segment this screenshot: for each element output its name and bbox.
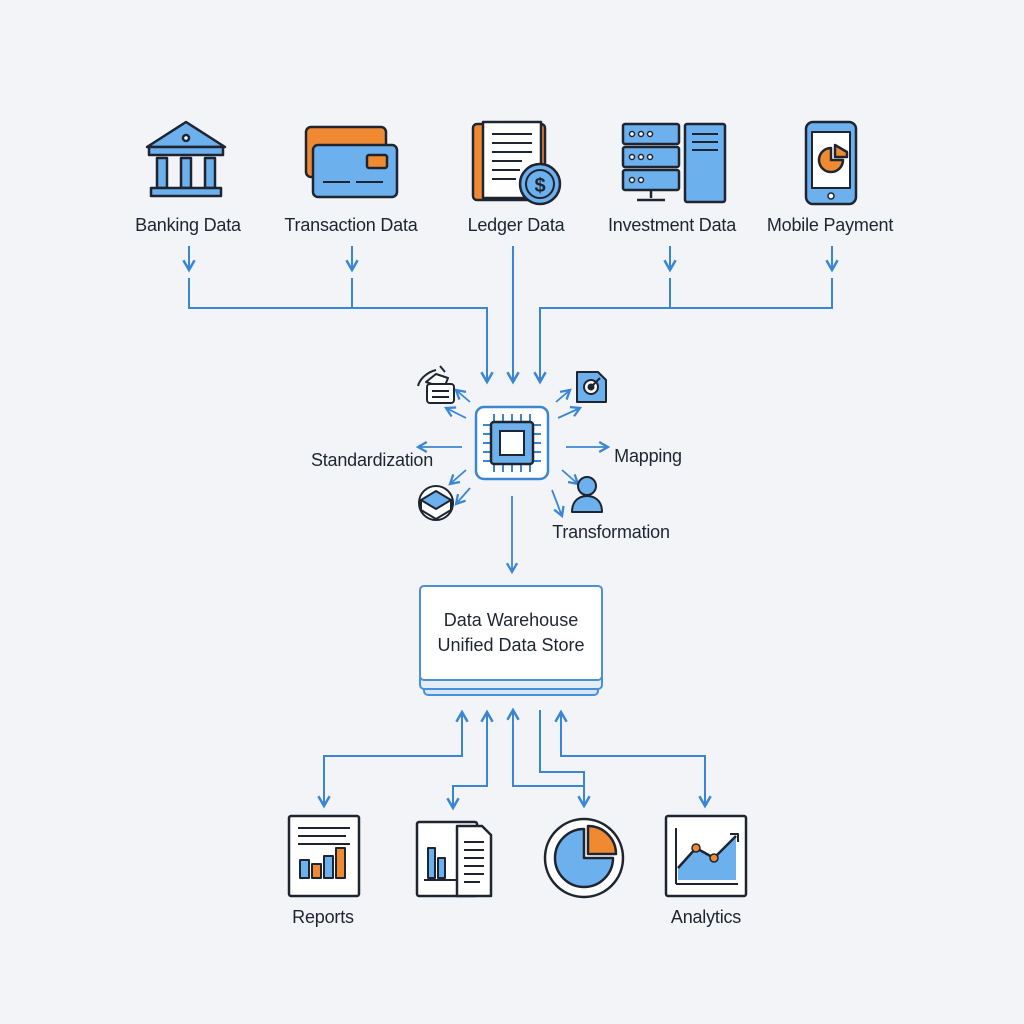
line-chart-icon xyxy=(664,814,748,898)
server-icon xyxy=(621,122,727,204)
data-warehouse-box: Data Warehouse Unified Data Store xyxy=(419,585,603,681)
bank-icon xyxy=(145,120,227,198)
hub-arrow-left-upper xyxy=(443,406,467,419)
hub-arrow-right-lower xyxy=(561,469,580,486)
document-chart-icon xyxy=(415,820,493,898)
database-stack-icon xyxy=(417,365,455,404)
transformation-label: Transformation xyxy=(552,522,670,542)
connector-analytics xyxy=(554,709,712,809)
smartphone-icon xyxy=(804,120,858,206)
source-label-investment: Investment Data xyxy=(607,215,737,235)
pie-chart-icon xyxy=(543,817,625,899)
connector-reports xyxy=(317,709,469,809)
output-label-analytics: Analytics xyxy=(670,907,742,927)
warehouse-base-layer-2 xyxy=(423,688,599,696)
hub-arrow-downright xyxy=(551,489,565,519)
source-label-ledger: Ledger Data xyxy=(467,215,565,235)
connector-document-chart xyxy=(446,709,494,811)
processor-chip-icon xyxy=(474,405,550,481)
hub-arrow-downleft xyxy=(454,487,471,506)
hub-arrow-upright xyxy=(555,388,572,403)
bar-report-icon xyxy=(287,814,361,898)
output-label-reports: Reports xyxy=(292,907,354,927)
ledger-document-icon: $ xyxy=(471,120,562,206)
hub-arrow-left-lower xyxy=(448,469,467,486)
source-label-banking: Banking Data xyxy=(135,215,241,235)
target-document-icon xyxy=(576,371,607,403)
standardization-label: Standardization xyxy=(310,450,434,470)
user-icon xyxy=(571,476,603,513)
source-label-mobile: Mobile Payment xyxy=(766,215,894,235)
svg-text:$: $ xyxy=(534,175,545,197)
connector-pie xyxy=(506,707,591,809)
mapping-label: Mapping xyxy=(614,446,682,466)
credit-card-icon xyxy=(304,125,399,199)
hub-arrow-right-upper xyxy=(557,405,583,419)
connector-right-bus xyxy=(533,278,833,385)
connector-left-bus xyxy=(188,278,494,385)
warehouse-subtitle: Unified Data Store xyxy=(437,635,585,655)
warehouse-title: Data Warehouse xyxy=(443,610,579,630)
source-label-transaction: Transaction Data xyxy=(284,215,418,235)
hub-arrow-upleft xyxy=(454,388,471,403)
layers-cube-icon xyxy=(418,485,454,521)
